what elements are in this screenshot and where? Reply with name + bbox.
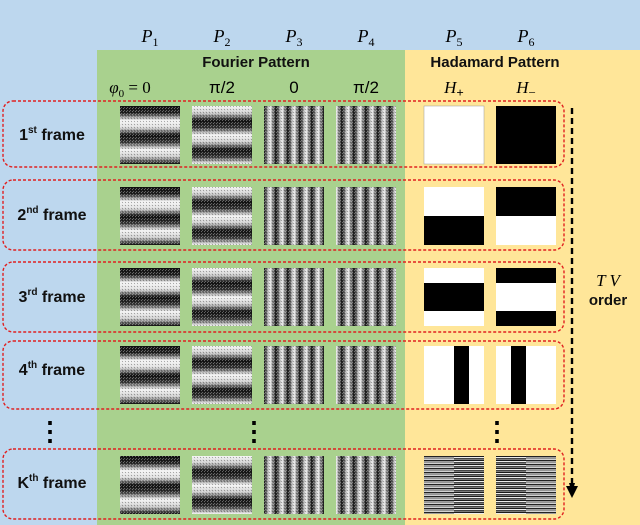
col-label-p6: P6 bbox=[517, 26, 535, 49]
col-label-p3: P3 bbox=[285, 26, 303, 49]
tv-order-label-line1: T V bbox=[596, 271, 622, 290]
frame-box-4 bbox=[2, 340, 565, 410]
phase-label-0: φ0 = 0 bbox=[109, 78, 151, 100]
col-label-p4: P4 bbox=[357, 26, 375, 49]
hadamard-tile-r4-minus bbox=[496, 346, 556, 404]
hadamard-tile-r4-plus bbox=[424, 346, 484, 404]
frame-label-2: 2nd frame bbox=[17, 205, 86, 224]
hadamard-label-plus: H+ bbox=[443, 78, 464, 100]
frame-boxes bbox=[2, 100, 565, 520]
fourier-title: Fourier Pattern bbox=[202, 54, 310, 71]
hadamard-labels: H+ H− bbox=[443, 78, 536, 100]
hadamard-tile-r3-minus bbox=[496, 268, 556, 326]
frame-labels: 1st frame 2nd frame 3rd frame 4th frame … bbox=[17, 125, 86, 492]
phase-label-3: π/2 bbox=[353, 78, 379, 97]
fourier-tiles bbox=[120, 106, 396, 514]
hadamard-tile-rk-minus bbox=[496, 456, 556, 514]
hadamard-tile-r2-minus bbox=[496, 187, 556, 245]
frame-label-3: 3rd frame bbox=[19, 287, 86, 306]
hadamard-tile-r1-plus bbox=[423, 105, 485, 165]
hadamard-tile-r1-minus bbox=[496, 106, 556, 164]
phase-labels: φ0 = 0 π/2 0 π/2 bbox=[109, 78, 379, 100]
tv-order-label-line2: order bbox=[589, 292, 628, 309]
frame-box-3 bbox=[2, 261, 565, 333]
frame-box-2 bbox=[2, 179, 565, 251]
col-label-p5: P5 bbox=[445, 26, 463, 49]
col-label-p1: P1 bbox=[141, 26, 159, 49]
hadamard-tile-rk-plus bbox=[424, 456, 484, 514]
hadamard-label-minus: H− bbox=[515, 78, 536, 100]
hadamard-tile-r3-plus bbox=[424, 268, 484, 326]
frame-box-1 bbox=[2, 100, 565, 168]
frame-box-k bbox=[2, 448, 565, 520]
hadamard-title: Hadamard Pattern bbox=[430, 54, 559, 71]
hadamard-tiles bbox=[423, 105, 556, 514]
ellipsis-right: ⋮ bbox=[484, 416, 510, 446]
frame-label-k: Kth frame bbox=[17, 473, 86, 492]
hadamard-tile-r2-plus bbox=[424, 187, 484, 245]
frame-label-4: 4th frame bbox=[19, 360, 85, 379]
phase-label-2: 0 bbox=[289, 78, 298, 97]
phase-label-1: π/2 bbox=[209, 78, 235, 97]
column-labels: P1 P2 P3 P4 P5 P6 bbox=[141, 26, 535, 49]
tv-order-arrowhead bbox=[566, 486, 578, 498]
ellipsis-left: ⋮ bbox=[37, 416, 63, 446]
frame-label-1: 1st frame bbox=[19, 125, 85, 144]
col-label-p2: P2 bbox=[213, 26, 231, 49]
ellipsis-middle: ⋮ bbox=[241, 416, 267, 446]
